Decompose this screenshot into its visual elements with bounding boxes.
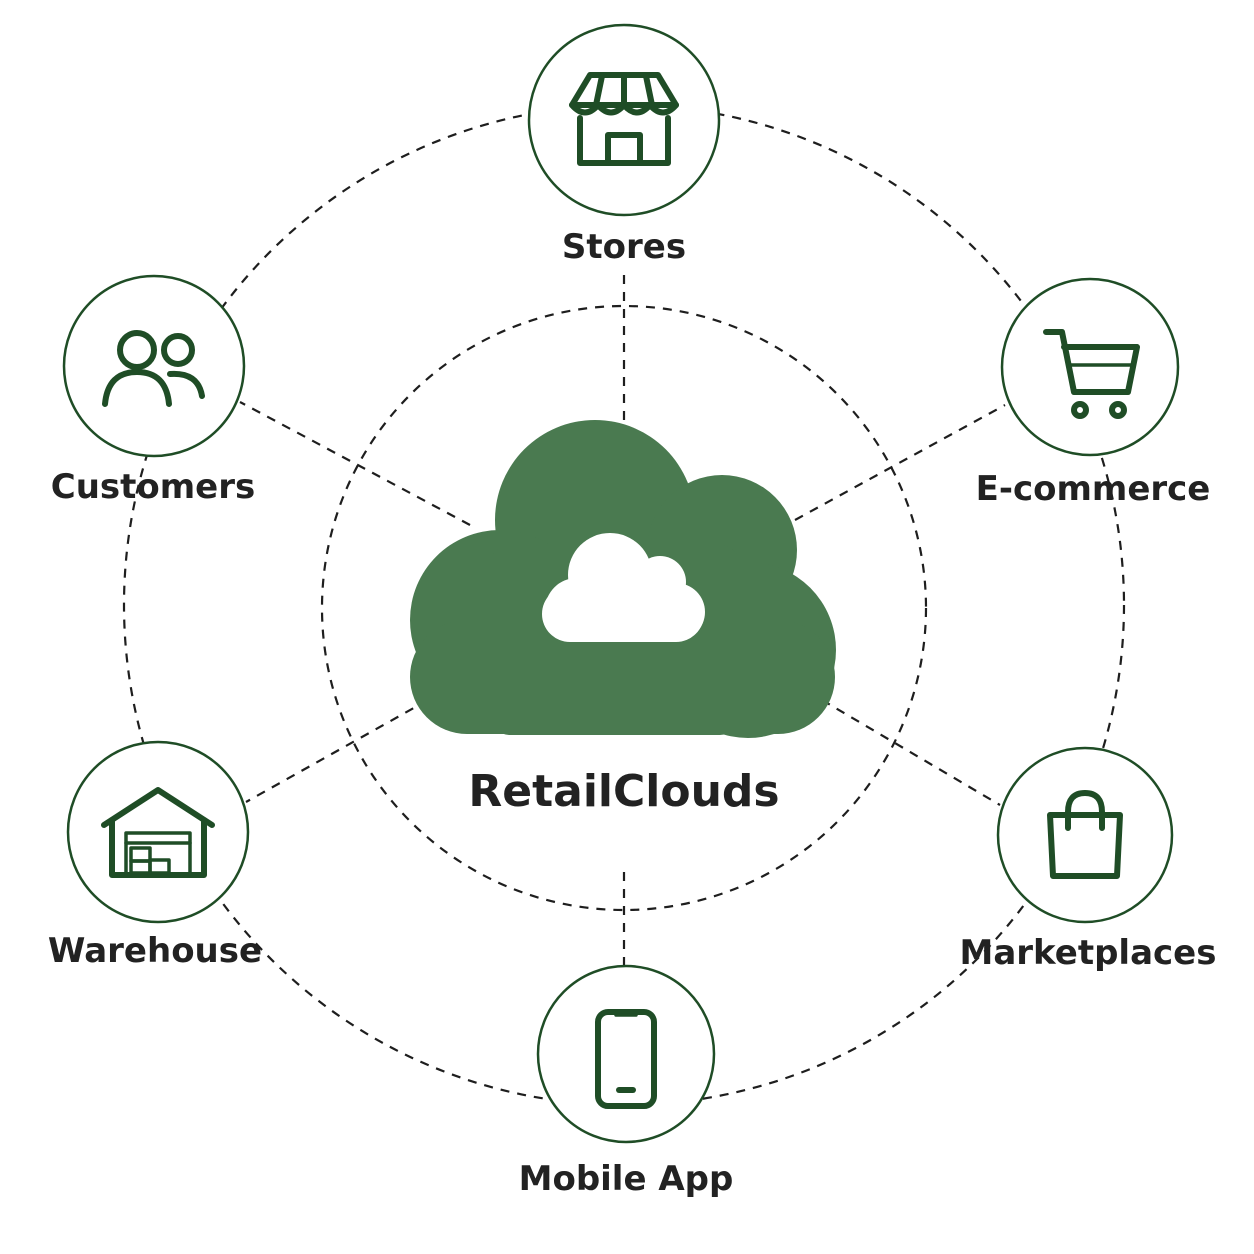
node-customers[interactable]: Customers bbox=[51, 274, 256, 507]
shopping-cart-icon bbox=[1043, 329, 1140, 419]
node-label: E-commerce bbox=[976, 469, 1211, 509]
node-label: Customers bbox=[51, 467, 256, 507]
node-label: Mobile App bbox=[519, 1159, 734, 1199]
spoke-marketplaces bbox=[821, 699, 1001, 806]
node-ecommerce[interactable]: E-commerce bbox=[976, 277, 1211, 509]
node-ring bbox=[62, 274, 246, 458]
spoke-connectors bbox=[239, 272, 1006, 968]
center-label: RetailClouds bbox=[468, 766, 779, 817]
node-warehouse[interactable]: Warehouse bbox=[48, 740, 262, 971]
cloud-icon bbox=[410, 420, 836, 738]
node-ring bbox=[527, 23, 721, 217]
node-ring bbox=[536, 964, 716, 1144]
node-label: Warehouse bbox=[48, 931, 262, 971]
node-stores[interactable]: Stores bbox=[527, 23, 721, 267]
shopping-bag-icon bbox=[1047, 790, 1123, 879]
central-hub: RetailClouds bbox=[410, 420, 836, 817]
node-label: Marketplaces bbox=[960, 933, 1217, 973]
node-ring bbox=[1000, 277, 1180, 457]
spoke-warehouse bbox=[245, 699, 429, 803]
node-mobile-app[interactable]: Mobile App bbox=[519, 964, 734, 1199]
users-icon bbox=[102, 330, 205, 407]
node-ring bbox=[996, 746, 1174, 924]
spoke-customers bbox=[239, 401, 471, 526]
inner-ring-connector bbox=[320, 304, 928, 912]
node-marketplaces[interactable]: Marketplaces bbox=[960, 746, 1217, 973]
smartphone-icon bbox=[595, 1009, 657, 1109]
spoke-ecommerce bbox=[794, 404, 1006, 521]
inner-cloud-icon bbox=[542, 533, 705, 642]
node-label: Stores bbox=[562, 227, 686, 267]
warehouse-icon bbox=[101, 787, 215, 878]
store-icon bbox=[569, 72, 679, 166]
